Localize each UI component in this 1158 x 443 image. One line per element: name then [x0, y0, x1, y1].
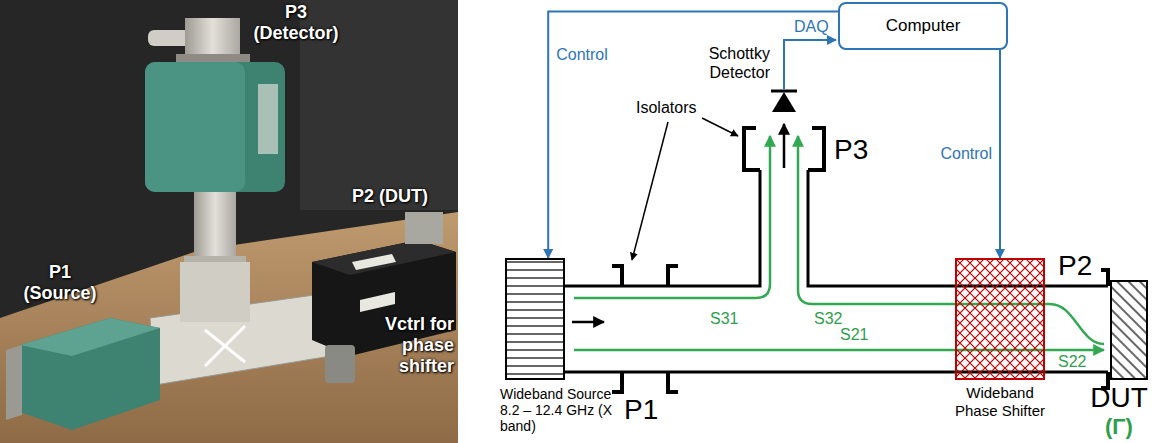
photo-label: P1 (Source): [18, 262, 102, 304]
label-holder: P1 (Source): [18, 262, 102, 304]
port-label: P2: [1058, 250, 1092, 282]
node-text: 8.2 – 12.4 GHz (X band): [500, 402, 630, 434]
waveguide-section: [194, 192, 236, 260]
label-holder: S32: [814, 310, 842, 328]
block-outline: [955, 258, 1045, 380]
setup-photo: [0, 0, 458, 443]
label-holder: S31: [710, 310, 738, 328]
detector-flange: [176, 54, 250, 62]
sticker: [360, 292, 395, 312]
label-holder: S21: [840, 326, 868, 344]
waveguide-junction: [180, 262, 250, 322]
wave-direction-arrow: [572, 321, 604, 324]
isolator-top: [20, 318, 160, 356]
label-holder: Vctrl for phase shifter: [370, 314, 454, 377]
s-parameter-label: S22: [1058, 353, 1086, 371]
wave-direction-arrow: [783, 124, 786, 168]
edge-label: Control: [556, 46, 608, 64]
label-holder: P2: [1058, 250, 1092, 282]
isolator-flange: [668, 372, 678, 392]
s-parameter-label: S32: [814, 310, 842, 328]
hatched-block: [956, 259, 1044, 379]
label-holder: P3: [834, 134, 868, 166]
label-holder: P3 (Detector): [246, 2, 346, 44]
isolator-flange: [612, 372, 622, 392]
isolator-face: [145, 62, 245, 192]
phase-shifter-block: Wideband Phase Shifter: [955, 258, 1045, 380]
port-label: P3: [834, 134, 868, 166]
component-label: Isolators: [636, 98, 696, 117]
block-outline: [505, 258, 565, 380]
waveguide-wall: [565, 170, 760, 286]
source-block: Wideband Source8.2 – 12.4 GHz (X band): [505, 258, 565, 380]
isolator-flange: [668, 266, 678, 286]
block-caption: Wideband Source8.2 – 12.4 GHz (X band): [500, 386, 630, 434]
isolator-box: [20, 318, 160, 430]
daq-line: [784, 40, 836, 90]
computer-box: Computer: [838, 2, 1008, 50]
signal-name: DAQ: [794, 18, 829, 36]
isolator-plate: [258, 84, 278, 154]
leader-line: [632, 122, 668, 260]
bnc-connector: [325, 345, 355, 383]
leader-line: [702, 118, 738, 136]
label-holder: S22: [1058, 353, 1086, 371]
diode-symbol: [772, 92, 796, 112]
s-parameter-label: S31: [710, 310, 738, 328]
dut-flange: [405, 212, 443, 244]
label-holder: DAQ: [794, 18, 829, 36]
signal-arrow: [798, 136, 1104, 344]
node-text: Computer: [886, 16, 961, 36]
label-holder: Isolators: [636, 98, 696, 117]
component-label: Schottky Detector: [686, 44, 770, 82]
isolator-box: [145, 62, 285, 192]
box-text-holder: Computer: [886, 16, 961, 36]
detector-mount: [185, 18, 240, 58]
block-caption: DUT(Γ): [1084, 382, 1154, 440]
node-text: Wideband Phase Shifter: [950, 384, 1050, 420]
photo-label: P3 (Detector): [246, 2, 346, 44]
label-holder: P1: [624, 394, 658, 426]
node-text: DUT: [1084, 382, 1154, 414]
waveguide-marking: [205, 326, 245, 366]
source-flange: [6, 345, 22, 420]
port-flange: [1101, 270, 1108, 286]
flanges: [612, 128, 1108, 392]
hatched-block: [506, 259, 564, 379]
control-line: [999, 50, 1001, 258]
node-text: Wideband Source: [500, 386, 630, 402]
isolator-flange: [808, 128, 824, 170]
port-label: P1: [624, 394, 658, 426]
photo-label: Vctrl for phase shifter: [370, 314, 454, 377]
hatched-block: [1111, 281, 1147, 379]
phase-shifter-top: [312, 240, 456, 275]
node-text: (Γ): [1084, 414, 1154, 440]
label-holder: Control: [556, 46, 608, 64]
photo-label: P2 (DUT): [352, 186, 428, 207]
label-holder: Schottky Detector: [686, 44, 770, 82]
control-line: [548, 12, 838, 258]
block-outline: [1110, 280, 1148, 380]
photo-background: [0, 0, 458, 443]
label-holder: P2 (DUT): [352, 186, 428, 207]
label-holder: Control: [940, 145, 992, 163]
sticker: [352, 254, 396, 270]
signal-arrow: [574, 136, 770, 298]
edge-label: Control: [940, 145, 992, 163]
s-parameter-label: S21: [840, 326, 868, 344]
detector-knob: [148, 30, 190, 46]
block-caption: Wideband Phase Shifter: [950, 384, 1050, 420]
dut-block: DUT(Γ): [1110, 280, 1148, 380]
isolator-flange: [612, 266, 622, 286]
isolator-flange: [744, 128, 760, 170]
